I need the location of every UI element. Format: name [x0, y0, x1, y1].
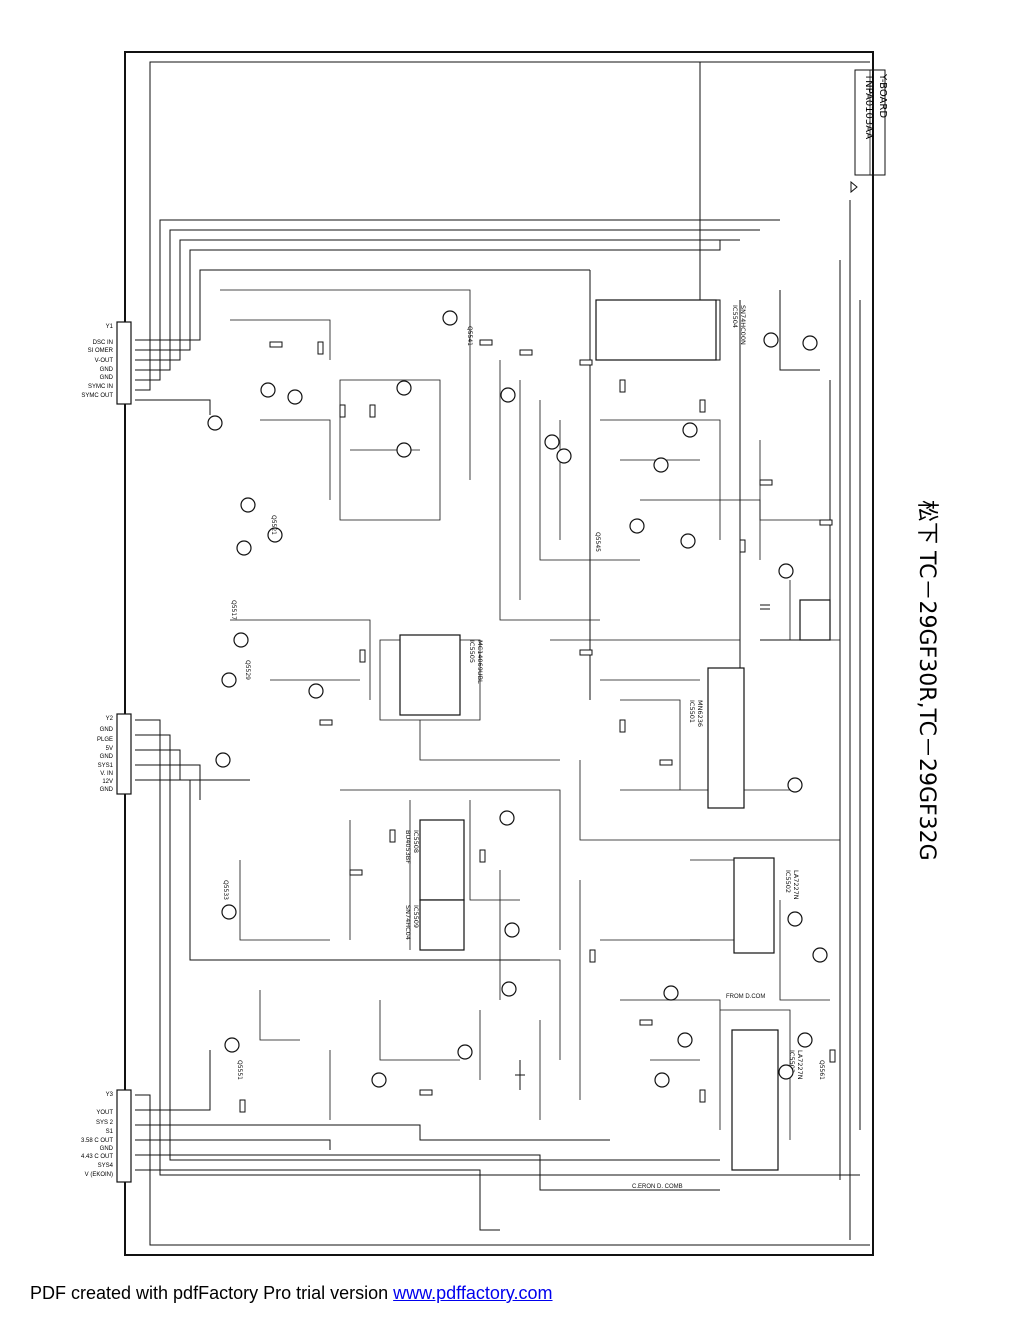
ic5509-ref: IC5509	[412, 905, 420, 928]
svg-text:Y3: Y3	[106, 1092, 114, 1098]
conn-mid-pin-7: 12V	[102, 779, 113, 785]
conn-top-pin-5: GND	[100, 375, 114, 381]
conn-bot-pin-4: 3.58 C OUT	[81, 1138, 113, 1144]
circuit-schematic: Y-BOARD TNPA0103AA 松下 TC－29GF30R,TC－29GF…	[81, 51, 939, 1256]
from-dcom-label: FROM D.COM	[726, 994, 765, 1000]
ic5502-ref: IC5502	[784, 870, 792, 893]
svg-text:Q5529: Q5529	[244, 660, 251, 680]
conn-mid-pin-3: 5V	[106, 746, 113, 752]
conn-bot-pin-3: S1	[106, 1129, 114, 1135]
ic-5505	[399, 634, 461, 716]
conn-top-pin-1: DSC IN	[93, 340, 113, 346]
svg-text:Q5533: Q5533	[222, 880, 229, 900]
conn-top-pin-3: V-OUT	[95, 358, 114, 364]
conn-mid-pin-4: GND	[100, 754, 114, 760]
conn-top-pin-4: GND	[100, 367, 114, 373]
svg-text:Q5561: Q5561	[818, 1060, 825, 1080]
ic5508-ref: IC5508	[412, 830, 420, 853]
ic5509-part: SN74HC04	[404, 905, 412, 940]
ic-5504	[595, 299, 717, 361]
conn-bot-pin-8: V (EKOIN)	[85, 1172, 113, 1178]
title-block: Y-BOARD TNPA0103AA	[850, 69, 888, 194]
conn-top-pin-6: SYMC IN	[88, 384, 113, 390]
schematic-border	[124, 51, 874, 1256]
footer-text: PDF created with pdfFactory Pro trial ve…	[30, 1283, 394, 1303]
conn-bot-pin-1: YOUT	[96, 1110, 113, 1116]
svg-text:Q5551: Q5551	[236, 1060, 243, 1080]
conn-bot-pin-2: SYS 2	[96, 1120, 114, 1126]
warning-triangle-icon	[850, 180, 858, 194]
internal-wiring	[220, 289, 840, 1140]
ic-5502	[733, 857, 775, 954]
ic-5509	[419, 899, 465, 951]
svg-text:Q5545: Q5545	[594, 532, 601, 552]
board-title: 松下 TC－29GF30R,TC－29GF32G	[914, 500, 939, 861]
ic5505-part: MC14069UBL	[476, 640, 484, 684]
conn-top-pin-2: SI OMER	[88, 348, 114, 354]
svg-text:Q5517: Q5517	[230, 600, 237, 620]
passives	[239, 339, 836, 1113]
connector-middle: Y2 GND PLGE 5V GND SYS1 V. IN 12V GND	[97, 713, 132, 795]
ic-5503	[731, 1029, 779, 1171]
ic5508-part: BU4053BF	[404, 830, 412, 864]
conn-bot-pin-6: 4.43 C OUT	[81, 1154, 113, 1160]
ic-blocks	[399, 299, 831, 1171]
left-bus	[135, 61, 870, 1246]
ic5502-part: LA7227N	[792, 870, 800, 900]
board-part: TNPA0103AA	[863, 73, 874, 139]
ic-labels: IC5504 SN74HC00N IC5505 MC14069UBL IC550…	[404, 305, 804, 1080]
svg-text:Y1: Y1	[106, 324, 114, 330]
ic5504-part: SN74HC00N	[739, 305, 747, 345]
annotations: FROM D.COM C.ERON D. COMB Q5517 Q5521 Q5…	[222, 326, 825, 1190]
conn-mid-pin-2: PLGE	[97, 737, 113, 743]
ic-5508	[419, 819, 465, 901]
conn-mid-pin-1: GND	[100, 727, 114, 733]
svg-text:Y2: Y2	[106, 716, 114, 722]
ic-5501	[707, 667, 745, 809]
conn-mid-pin-6: V. IN	[100, 771, 113, 777]
connector-top: Y1 DSC IN SI OMER V-OUT GND GND SYMC IN …	[81, 321, 132, 405]
ic5503-part: LA7227N	[796, 1050, 804, 1080]
conn-bot-pin-5: GND	[100, 1146, 114, 1152]
ic5503-ref: IC5503	[788, 1050, 796, 1073]
ic5505-ref: IC5505	[468, 640, 476, 663]
conn-bot-pin-7: SYS4	[98, 1163, 114, 1169]
conn-mid-pin-8: GND	[100, 787, 114, 793]
eron-comb-label: C.ERON D. COMB	[632, 1184, 683, 1190]
transistors	[207, 310, 828, 1088]
ic-reg	[799, 599, 831, 641]
ic5501-part: MN6236	[696, 700, 704, 727]
ic5501-ref: IC5501	[688, 700, 696, 723]
pdf-footer: PDF created with pdfFactory Pro trial ve…	[30, 1283, 553, 1304]
conn-mid-pin-5: SYS1	[98, 763, 114, 769]
conn-top-pin-7: SYMC OUT	[81, 393, 113, 399]
svg-text:Q5521: Q5521	[270, 515, 277, 535]
connector-bottom: Y3 YOUT SYS 2 S1 3.58 C OUT GND 4.43 C O…	[81, 1089, 132, 1183]
svg-text:Q5541: Q5541	[466, 326, 473, 346]
footer-link[interactable]: www.pdffactory.com	[393, 1283, 553, 1303]
ic5504-ref: IC5504	[731, 305, 739, 328]
board-name: Y-BOARD	[877, 73, 888, 118]
